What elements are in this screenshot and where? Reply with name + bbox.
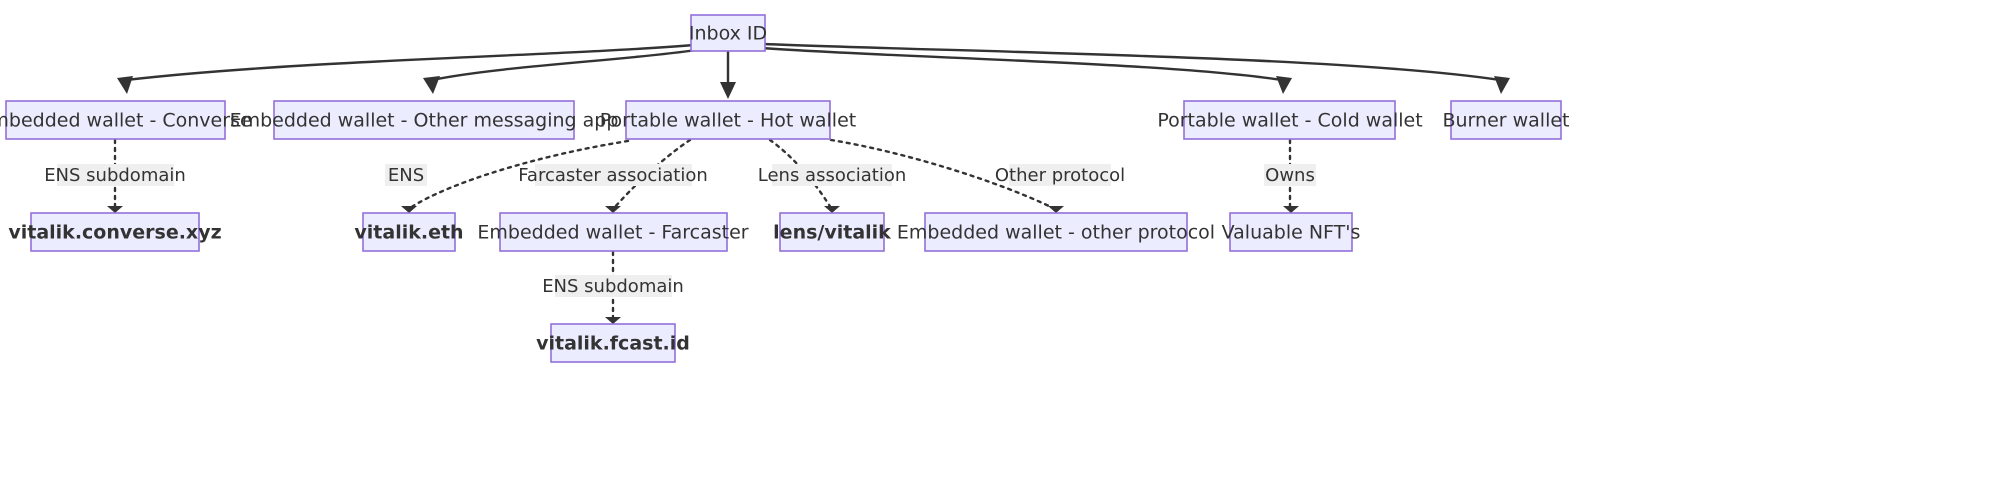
node-vitalik-eth[interactable]: vitalik.eth <box>354 212 464 252</box>
edge-label-text: ENS subdomain <box>44 165 186 186</box>
arrowhead-group-solid <box>117 76 1510 99</box>
arrowhead-converse <box>117 76 133 94</box>
node-vitalik-converse-xyz[interactable]: vitalik.converse.xyz <box>8 212 222 252</box>
node-label: Portable wallet - Hot wallet <box>600 110 856 132</box>
edge-hot-wallet-to-vitalik-eth <box>408 139 630 210</box>
arrowhead-other-messaging <box>423 76 440 94</box>
edge-label-background <box>555 275 672 297</box>
edge-hot-wallet-to-embedded-wallet-other-protocol <box>829 138 1055 210</box>
edge-inbox-to-embedded-wallet-other-messaging-app <box>431 48 697 82</box>
node-valuable-nfts[interactable]: Valuable NFT's <box>1222 212 1361 252</box>
node-embedded-wallet-farcaster[interactable]: Embedded wallet - Farcaster <box>477 212 749 252</box>
arrowhead-vitalik-fcast-id <box>605 317 621 324</box>
node-embedded-wallet-other-protocol[interactable]: Embedded wallet - other protocol <box>897 212 1215 252</box>
node-vitalik-fcast-id[interactable]: vitalik.fcast.id <box>536 323 690 363</box>
arrowhead-wallet-farcaster <box>605 206 621 213</box>
node-label: vitalik.eth <box>354 222 463 244</box>
edge-inbox-to-burner-wallet <box>763 42 1501 82</box>
node-box[interactable] <box>550 323 676 363</box>
node-portable-wallet-hot-wallet[interactable]: Portable wallet - Hot wallet <box>600 100 856 140</box>
node-label: Embedded wallet - Converse <box>0 110 252 132</box>
node-box[interactable] <box>362 212 456 252</box>
edge-label-background <box>535 164 692 186</box>
node-box[interactable] <box>30 212 200 252</box>
node-label: Portable wallet - Cold wallet <box>1157 110 1422 132</box>
edge-label-text: Other protocol <box>995 165 1125 186</box>
arrowhead-vitalik-eth <box>401 206 417 213</box>
node-embedded-wallet-converse[interactable]: Embedded wallet - Converse <box>0 100 252 140</box>
node-portable-wallet-cold-wallet[interactable]: Portable wallet - Cold wallet <box>1157 100 1423 140</box>
node-box[interactable] <box>499 212 728 252</box>
arrowhead-converse-xyz <box>107 206 123 213</box>
arrowhead-hot-wallet <box>720 82 736 99</box>
edge-label-other-protocol: Other protocol <box>995 164 1125 186</box>
edge-label-ens-subdomain-farcaster: ENS subdomain <box>542 275 684 297</box>
edge-label-background <box>385 164 427 186</box>
node-box[interactable] <box>1229 212 1353 252</box>
arrowhead-wallet-other-protocol <box>1048 206 1064 213</box>
arrowhead-group-dotted <box>107 206 1299 324</box>
node-inbox-id[interactable]: Inbox ID <box>689 14 767 52</box>
node-box[interactable] <box>625 100 831 140</box>
node-box[interactable] <box>690 14 766 52</box>
node-label: vitalik.converse.xyz <box>8 222 221 244</box>
node-burner-wallet[interactable]: Burner wallet <box>1442 100 1570 140</box>
edge-label-owns: Owns <box>1264 164 1316 186</box>
node-box[interactable] <box>1183 100 1396 140</box>
arrowhead-lens-vitalik <box>824 206 840 213</box>
node-box[interactable] <box>273 100 575 140</box>
edge-label-lens-association: Lens association <box>758 164 907 186</box>
edge-label-text: ENS subdomain <box>542 276 684 297</box>
edge-inbox-to-portable-wallet-cold-wallet <box>761 46 1283 82</box>
node-embedded-wallet-other-messaging-app[interactable]: Embedded wallet - Other messaging app <box>230 100 619 140</box>
edge-inbox-to-embedded-wallet-converse <box>125 43 695 82</box>
edge-label-text: Owns <box>1265 165 1315 186</box>
edge-label-background <box>1264 164 1316 186</box>
node-box[interactable] <box>779 212 885 252</box>
node-box[interactable] <box>5 100 226 140</box>
node-label: vitalik.fcast.id <box>536 333 690 355</box>
node-box[interactable] <box>924 212 1188 252</box>
arrowhead-cold-wallet <box>1276 76 1292 94</box>
edge-label-text: ENS <box>388 165 424 186</box>
edge-label-text: Farcaster association <box>518 165 708 186</box>
edge-label-background <box>57 164 174 186</box>
node-lens-vitalik[interactable]: lens/vitalik <box>773 212 891 252</box>
node-label: Burner wallet <box>1442 110 1569 132</box>
arrowhead-burner-wallet <box>1494 76 1510 94</box>
edge-group-solid <box>125 42 1501 82</box>
edge-label-background <box>1009 164 1111 186</box>
node-label: Valuable NFT's <box>1222 222 1361 244</box>
node-label: Embedded wallet - Other messaging app <box>230 110 619 132</box>
node-label: lens/vitalik <box>773 222 891 244</box>
edge-label-ens-subdomain-converse: ENS subdomain <box>44 164 186 186</box>
node-label: Embedded wallet - Farcaster <box>477 222 748 244</box>
edge-label-background <box>772 164 892 186</box>
arrowhead-valuable-nfts <box>1283 206 1299 213</box>
edge-label-farcaster-association: Farcaster association <box>518 164 708 186</box>
node-label: Embedded wallet - other protocol <box>897 222 1215 244</box>
edge-label-text: Lens association <box>758 165 907 186</box>
node-box[interactable] <box>1450 100 1562 140</box>
edge-label-ens: ENS <box>385 164 427 186</box>
node-label: Inbox ID <box>689 23 767 45</box>
